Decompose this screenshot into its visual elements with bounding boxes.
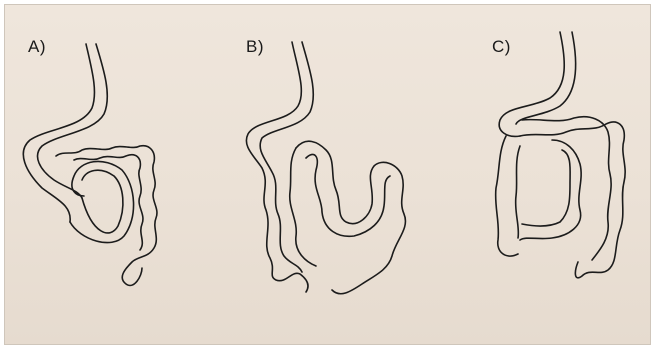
sketch-c [496, 32, 626, 278]
sketch-b [246, 42, 405, 294]
sketch-a [23, 44, 157, 285]
